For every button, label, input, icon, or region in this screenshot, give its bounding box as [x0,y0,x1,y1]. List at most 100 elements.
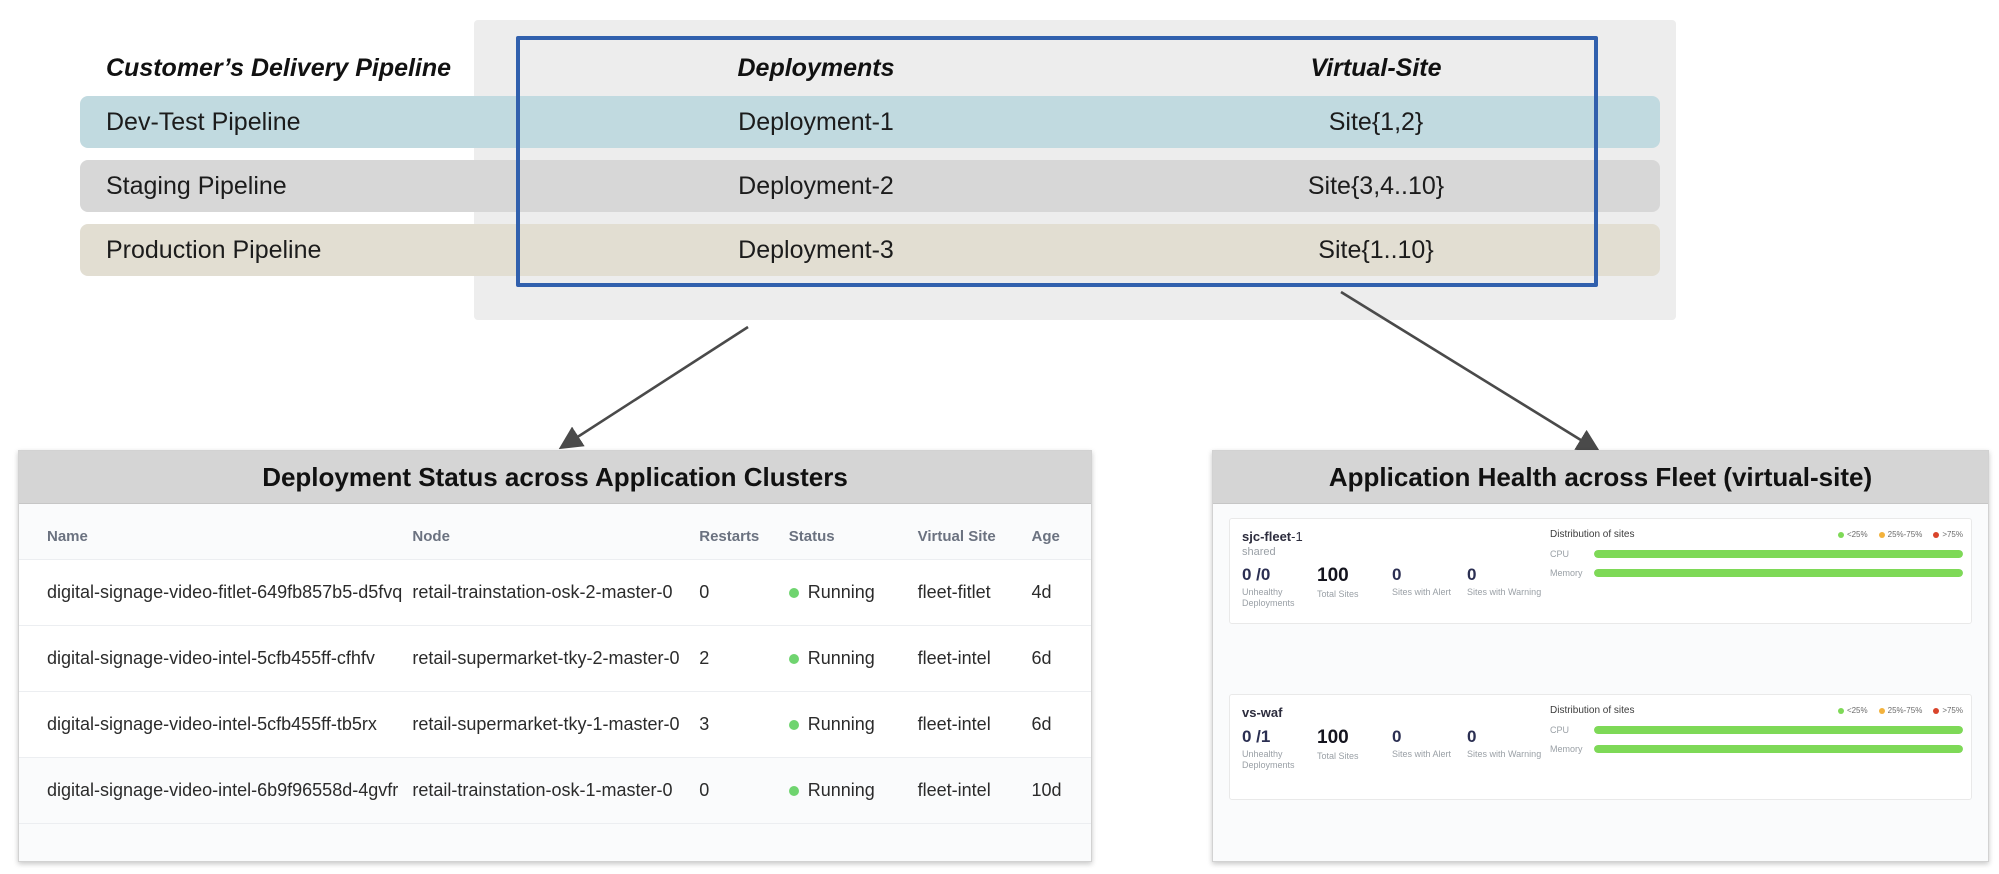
stat-value: 0 [1392,726,1402,746]
table-row[interactable]: digital-signage-video-intel-6b9f96558d-4… [19,757,1091,824]
stat-total-sites: 100 Total Sites [1317,566,1392,610]
distribution-title: Distribution of sites [1550,529,1635,540]
cell-name: digital-signage-video-intel-5cfb455ff-cf… [19,625,413,692]
status-label: Running [807,582,875,602]
legend-dot-icon [1837,531,1844,538]
fleet-card[interactable]: vs-waf 0 /1 Unhealthy Deployments 100 To… [1229,694,1972,800]
cell-age: 6d [1031,625,1091,692]
bar-row-memory: Memory [1550,744,1963,754]
cell-node: retail-trainstation-osk-1-master-0 [412,757,700,824]
table-row[interactable]: digital-signage-video-fitlet-649fb857b5-… [19,559,1091,626]
pipeline-row-production[interactable]: Production Pipeline Deployment-3 Site{1.… [80,224,1660,276]
bar-track [1594,745,1963,753]
application-health-panel: Application Health across Fleet (virtual… [1212,450,1989,862]
bar-label: Memory [1550,744,1583,754]
cell-restarts: 0 [699,757,789,824]
stat-sites-with-warning: 0 Sites with Warning [1467,728,1542,772]
pipeline-deployment: Deployment-1 [738,107,894,136]
pipeline-row-dev-test[interactable]: Dev-Test Pipeline Deployment-1 Site{1,2} [80,96,1660,148]
bar-track [1594,569,1963,577]
stat-value: 0 [1467,726,1477,746]
stat-value: 0 /1 [1242,726,1271,746]
deployment-status-panel: Deployment Status across Application Clu… [18,450,1092,862]
pipeline-virtual-site: Site{3,4..10} [1307,171,1445,200]
legend-label: 25%-75% [1887,530,1923,539]
cell-virtual-site: fleet-intel [917,691,1032,758]
stat-label: Sites with Warning [1467,586,1542,597]
fleet-stats: 0 /1 Unhealthy Deployments 100 Total Sit… [1242,728,1542,772]
bar-row-cpu: CPU [1550,725,1963,735]
distribution-section: Distribution of sites <25% 25%-75% >75% … [1550,705,1963,754]
cell-restarts: 3 [699,691,789,758]
cell-status: Running [788,691,918,758]
cell-status: Running [788,757,918,824]
legend-item-low: <25% [1837,706,1868,715]
bar-row-memory: Memory [1550,568,1963,578]
column-header-status[interactable]: Status [788,504,918,560]
stat-value: 100 [1317,564,1349,586]
fleet-card[interactable]: sjc-fleet-1 shared 0 /0 Unhealthy Deploy… [1229,518,1972,624]
table-row[interactable]: digital-signage-video-intel-5cfb455ff-cf… [19,625,1091,692]
pipeline-name: Production Pipeline [106,235,322,264]
cell-virtual-site: fleet-intel [917,625,1032,692]
status-label: Running [807,648,875,668]
stat-label: Unhealthy Deployments [1242,586,1295,609]
table-row[interactable]: digital-signage-video-intel-5cfb455ff-tb… [19,691,1091,758]
cell-age: 10d [1031,757,1091,824]
status-dot-icon [788,786,799,797]
status-label: Running [807,714,875,734]
column-header-node[interactable]: Node [412,504,700,560]
legend-item-high: >75% [1933,530,1963,539]
fleet-name-prefix: vs-waf [1242,705,1283,720]
card-gap [1229,642,1972,694]
column-header-restarts[interactable]: Restarts [699,504,789,560]
cell-restarts: 2 [699,625,789,692]
fleet-name: vs-waf [1242,705,1959,721]
cell-virtual-site: fleet-fitlet [917,559,1032,626]
status-dot-icon [788,588,799,599]
bar-fill [1594,745,1963,753]
bar-label: CPU [1550,549,1570,559]
cell-name: digital-signage-video-fitlet-649fb857b5-… [19,559,413,626]
stat-label: Total Sites [1317,588,1359,599]
column-header-name[interactable]: Name [19,504,413,560]
stat-label: Total Sites [1317,750,1359,761]
stat-value: 100 [1317,726,1349,748]
fleet-stats: 0 /0 Unhealthy Deployments 100 Total Sit… [1242,566,1542,610]
status-dot-icon [788,654,799,665]
stat-sites-with-warning: 0 Sites with Warning [1467,566,1542,610]
stat-sites-with-alert: 0 Sites with Alert [1392,728,1467,772]
cell-age: 4d [1031,559,1091,626]
pipeline-header-customer: Customer’s Delivery Pipeline [106,53,452,82]
cell-age: 6d [1031,691,1091,758]
stat-label: Sites with Alert [1392,586,1452,597]
legend-label: <25% [1846,530,1868,539]
application-health-title: Application Health across Fleet (virtual… [1213,451,1988,504]
pipeline-deployment: Deployment-3 [738,235,894,264]
status-label: Running [807,780,875,800]
legend-dot-icon [1878,707,1885,714]
legend-item-low: <25% [1837,530,1868,539]
stat-value: 0 [1392,564,1402,584]
legend-item-high: >75% [1933,706,1963,715]
cell-status: Running [788,559,918,626]
legend-dot-icon [1837,707,1844,714]
bar-fill [1594,569,1963,577]
fleet-name: sjc-fleet-1 [1242,529,1959,545]
legend-label: <25% [1846,706,1868,715]
pipeline-header-deployments: Deployments [737,53,895,82]
cell-name: digital-signage-video-intel-5cfb455ff-tb… [19,691,413,758]
column-header-age[interactable]: Age [1031,504,1091,560]
stat-unhealthy-deployments: 0 /0 Unhealthy Deployments [1242,566,1317,610]
deployment-status-body: Name Node Restarts Status Virtual Site A… [19,504,1091,861]
bar-track [1594,726,1963,734]
stat-value: 0 /0 [1242,564,1271,584]
pipeline-row-staging[interactable]: Staging Pipeline Deployment-2 Site{3,4..… [80,160,1660,212]
column-header-virtual-site[interactable]: Virtual Site [917,504,1032,560]
stat-sites-with-alert: 0 Sites with Alert [1392,566,1467,610]
bar-track [1594,550,1963,558]
cell-status: Running [788,625,918,692]
stat-label: Unhealthy Deployments [1242,748,1295,770]
pipeline-header-virtual-site: Virtual-Site [1310,53,1442,82]
pipeline-name: Dev-Test Pipeline [106,107,301,136]
